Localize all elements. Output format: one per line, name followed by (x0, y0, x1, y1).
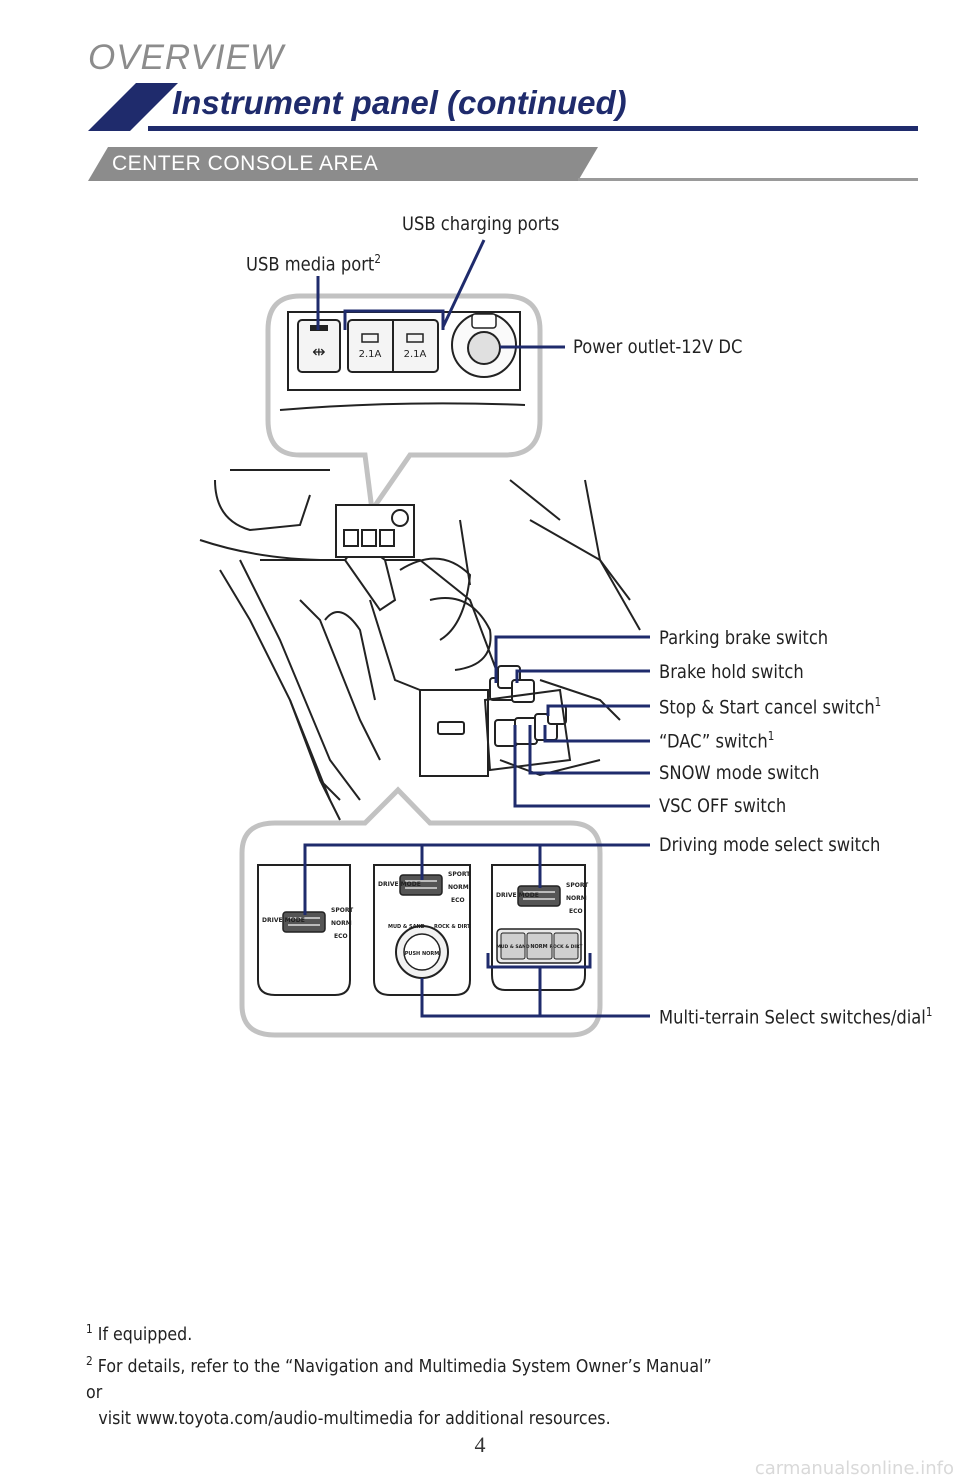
parking-brake-switch-label: Parking brake switch (659, 627, 829, 649)
sport-label-3: SPORT (566, 882, 589, 889)
svg-text:⇹: ⇹ (312, 342, 325, 361)
footnote-2: 2 For details, refer to the “Navigation … (86, 1354, 712, 1403)
footnotes: 1 If equipped. 2 For details, refer to t… (86, 1316, 720, 1432)
norm-label-3: NORM (566, 895, 587, 902)
page-number: 4 (474, 1432, 486, 1457)
sport-label-1: SPORT (331, 907, 354, 914)
vsc-off-switch-label: VSC OFF switch (659, 795, 787, 817)
eco-label-2: ECO (451, 897, 465, 904)
page-title: Instrument panel (continued) (172, 84, 627, 121)
dac-switch-label: “DAC” switch1 (659, 729, 775, 753)
stop-start-cancel-switch-label: Stop & Start cancel switch1 (659, 695, 882, 719)
norm-label-1: NORM (331, 920, 352, 927)
callout-lines (303, 239, 650, 1018)
subsection-title: CENTER CONSOLE AREA (112, 152, 379, 175)
norm-button-label: NORM (530, 944, 547, 950)
usb-media-port-label: USB media port2 (246, 252, 381, 276)
footnote-2-continued: visit www.toyota.com/audio-multimedia fo… (98, 1408, 611, 1429)
console-drawing (199, 469, 641, 821)
mud-sand-button-label: MUD & SAND (496, 944, 529, 950)
drive-mode-label-3: DRIVE MODE (496, 892, 539, 899)
dial-mud-sand-label: MUD & SAND (388, 924, 425, 930)
charger-b-label: 2.1A (404, 349, 427, 360)
power-outlet-label: Power outlet-12V DC (573, 336, 743, 358)
section-label: OVERVIEW (88, 38, 285, 77)
brake-hold-switch-label: Brake hold switch (659, 661, 804, 683)
snow-mode-switch-label: SNOW mode switch (659, 762, 820, 784)
title-bar (88, 83, 918, 131)
push-norm-label: PUSH NORM (405, 951, 440, 957)
driving-mode-select-switch-label: Driving mode select switch (659, 834, 881, 856)
eco-label-1: ECO (334, 933, 348, 940)
eco-label-3: ECO (569, 908, 583, 915)
sport-label-2: SPORT (448, 871, 471, 878)
subsection-bar (88, 147, 918, 181)
watermark: carmanualsonline.info (754, 1458, 954, 1479)
dial-rock-dirt-label: ROCK & DIRT (434, 924, 471, 930)
drive-mode-label-2: DRIVE MODE (378, 881, 421, 888)
multi-terrain-select-label: Multi-terrain Select switches/dial1 (659, 1005, 933, 1029)
usb-inset: ⇹ 2.1A 2.1A (265, 293, 543, 517)
charger-a-label: 2.1A (359, 349, 382, 360)
drive-mode-inset: DRIVE MODE SPORT NORM ECO DRIVE MODE SPO… (239, 786, 603, 1038)
usb-charging-ports-label: USB charging ports (402, 213, 560, 235)
footnote-1: 1 If equipped. (86, 1322, 193, 1345)
drive-mode-label-1: DRIVE MODE (262, 917, 305, 924)
rock-dirt-button-label: ROCK & DIRT (550, 944, 584, 950)
norm-label-2: NORM (448, 884, 469, 891)
